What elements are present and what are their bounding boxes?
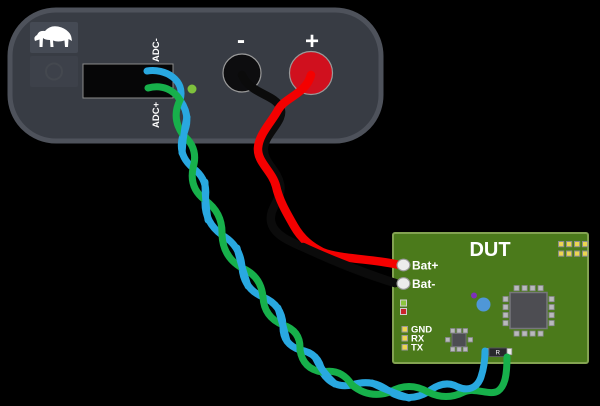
ic-pin	[548, 304, 555, 311]
pcb	[392, 232, 589, 364]
ic-pin	[450, 346, 456, 352]
adc-wire-blue-weave	[178, 113, 191, 157]
pad	[566, 241, 573, 248]
gnd-label: GND	[411, 325, 432, 336]
main-ic-body	[509, 291, 548, 330]
ic-pin	[521, 285, 528, 292]
gorilla-icon	[34, 26, 72, 47]
sense-wire-pair	[143, 67, 511, 402]
bat-neg-label: Bat-	[412, 277, 435, 291]
ic-pin	[462, 346, 469, 352]
dut-green-led	[400, 299, 407, 307]
adc-pos-label: ADC+	[151, 101, 162, 128]
ic-pin	[537, 330, 544, 337]
gnd-pad	[401, 326, 408, 333]
bat-neg-wire-over	[298, 242, 400, 288]
resistor-label: R	[496, 351, 501, 357]
adc-wire-blue-tail	[454, 347, 489, 393]
adc-wire-blue-weave	[274, 304, 291, 345]
dut-title: DUT	[469, 239, 510, 261]
small-ic	[445, 328, 474, 352]
bat-pos-pad	[396, 258, 411, 272]
dut-board: DUT Bat+ Bat- GND RX TX	[392, 232, 589, 364]
blue-capacitor	[476, 297, 491, 312]
power-analyzer-device: ADC- ADC+ - +	[7, 7, 384, 144]
faint-glyph-icon	[45, 62, 63, 81]
ic-pin	[537, 285, 544, 292]
pad	[566, 250, 573, 257]
adc-wire-blue-weave	[233, 244, 252, 290]
ic-pin	[456, 346, 462, 352]
ic-pin	[521, 330, 528, 337]
header-pad-grid	[558, 241, 589, 257]
ic-pin	[502, 304, 509, 311]
pad	[582, 250, 589, 257]
analyzer-body	[7, 7, 384, 144]
green-led	[187, 84, 197, 94]
secondary-panel	[30, 56, 78, 87]
ic-pin	[548, 312, 555, 319]
bat-neg-pad	[396, 277, 411, 290]
minus-terminal-label: -	[237, 27, 245, 54]
pad	[574, 250, 581, 257]
ic-pin	[548, 320, 555, 327]
ic-pin	[462, 328, 469, 334]
power-wire-pair	[237, 70, 402, 288]
adc-wire-blue-weave	[311, 353, 339, 388]
pad	[582, 241, 589, 248]
ic-pin	[456, 328, 462, 334]
adc-wire-blue-weave	[368, 379, 413, 402]
pad	[558, 250, 565, 257]
ic-pin	[467, 337, 474, 343]
resistor-body	[488, 347, 507, 357]
ic-pin	[529, 330, 536, 337]
dut-red-led	[400, 308, 407, 315]
main-ic	[502, 285, 555, 337]
plus-terminal-label: +	[305, 28, 319, 55]
ic-pin	[513, 330, 520, 337]
rx-label: RX	[411, 334, 425, 345]
rx-pad	[401, 335, 408, 342]
ic-pin	[450, 328, 456, 334]
ic-pin	[445, 337, 451, 343]
tx-pad	[401, 344, 408, 351]
battery-pads	[396, 258, 411, 290]
ic-pin	[502, 296, 509, 303]
tx-label: TX	[411, 343, 424, 354]
ic-pin	[529, 285, 536, 292]
ic-pin	[513, 285, 520, 292]
ic-pin	[502, 320, 509, 327]
bat-pos-label: Bat+	[412, 259, 438, 273]
ic-pin	[548, 296, 555, 303]
small-ic-body	[451, 333, 467, 347]
purple-via	[471, 292, 477, 299]
adc-neg-label: ADC-	[151, 38, 162, 62]
adc-wire-blue-weave	[201, 178, 212, 224]
pad	[558, 241, 565, 248]
ic-pin	[502, 312, 509, 319]
pad	[574, 241, 581, 248]
